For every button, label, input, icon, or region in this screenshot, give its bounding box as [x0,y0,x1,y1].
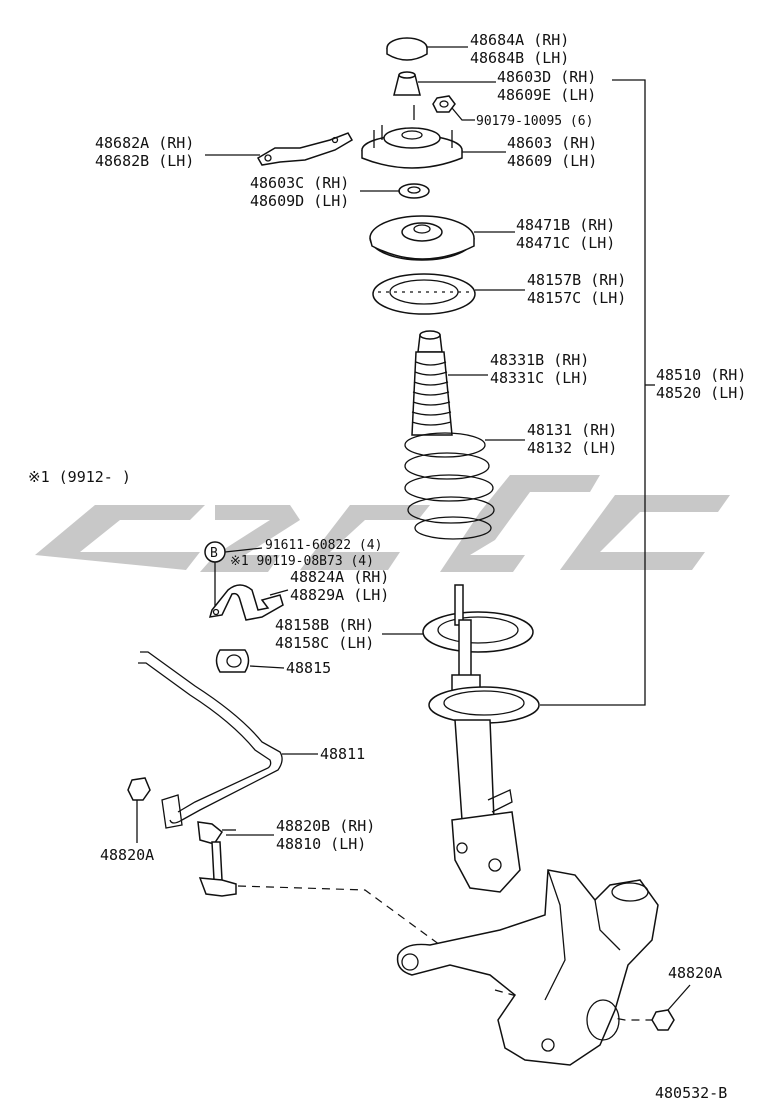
label-48510-rh: 48510 (RH) [656,366,746,384]
label-48158-rh: 48158B (RH) [275,616,374,634]
footnote-date-range: ※1 (9912- ) [28,468,131,486]
label-48820b-lh: 48810 (LH) [276,835,366,853]
label-48157-lh: 48157C (LH) [527,289,626,307]
part-48684-cap[interactable] [386,37,428,61]
part-shock-absorber[interactable] [428,674,540,893]
label-48603d-lh: 48609E (LH) [497,86,596,104]
label-48824-lh: 48829A (LH) [290,586,389,604]
reference-circle-b-letter: B [210,546,218,561]
label-48815: 48815 [286,659,331,677]
part-48603d-bumper[interactable] [393,71,421,96]
watermark-shape [440,475,600,572]
label-48510-lh: 48520 (LH) [656,384,746,402]
label-48603-lh: 48609 (LH) [507,152,597,170]
leader-91611 [224,547,263,553]
watermark-shape [560,495,730,570]
label-48471-lh: 48471C (LH) [516,234,615,252]
part-48157-insulator[interactable] [372,273,476,315]
label-48331-lh: 48331C (LH) [490,369,589,387]
assembly-bracket-line [540,79,646,706]
watermark-shape [300,505,430,570]
part-48824-stabilizer-bracket[interactable] [208,584,284,621]
part-48331-dust-boot[interactable] [411,330,453,436]
part-90179-nut[interactable] [432,95,456,113]
leader-90179 [451,107,475,121]
part-48820a-nut-left[interactable] [127,777,151,801]
label-48820b-rh: 48820B (RH) [276,817,375,835]
label-48603d-rh: 48603D (RH) [497,68,596,86]
part-48811-stabilizer-bar[interactable] [138,651,283,829]
label-48684-lh: 48684B (LH) [470,49,569,67]
label-48131-lh: 48132 (LH) [527,439,617,457]
watermark-logo [35,475,730,572]
label-48682-rh: 48682A (RH) [95,134,194,152]
part-48820a-nut-right[interactable] [651,1009,675,1031]
part-48603c-washer[interactable] [398,183,430,199]
part-48820b-stabilizer-link[interactable] [197,821,237,897]
label-48331-rh: 48331B (RH) [490,351,589,369]
label-91611: 91611-60822 (4) [265,538,382,553]
watermark-shape [35,505,205,570]
label-90179: 90179-10095 (6) [476,114,593,129]
part-48131-coil-spring[interactable] [404,432,495,540]
label-48684-rh: 48684A (RH) [470,31,569,49]
part-48471-upper-seat[interactable] [369,215,475,261]
label-90119: ※1 90119-08B73 (4) [230,554,374,569]
label-48820a-right: 48820A [668,964,722,982]
label-48824-rh: 48824A (RH) [290,568,389,586]
part-48603-strut-mount[interactable] [361,105,463,169]
part-48815-bushing[interactable] [215,649,250,673]
label-48682-lh: 48682B (LH) [95,152,194,170]
label-48811: 48811 [320,745,365,763]
label-48157-rh: 48157B (RH) [527,271,626,289]
part-48682-plate[interactable] [256,132,354,166]
label-48158-lh: 48158C (LH) [275,634,374,652]
connection-line-link-to-arm [237,885,441,946]
leader-48824 [269,589,289,596]
label-48471-rh: 48471B (RH) [516,216,615,234]
label-48131-rh: 48131 (RH) [527,421,617,439]
label-48603-rh: 48603 (RH) [507,134,597,152]
part-48158-lower-insulator[interactable] [422,611,534,653]
part-knuckle-lower-arm[interactable] [396,869,659,1066]
leader-48815 [249,665,285,669]
leader-48820a-right [667,984,691,1011]
figure-id: 480532-B [655,1084,727,1102]
label-48603c-rh: 48603C (RH) [250,174,349,192]
label-48820a-left: 48820A [100,846,154,864]
label-48603c-lh: 48609D (LH) [250,192,349,210]
